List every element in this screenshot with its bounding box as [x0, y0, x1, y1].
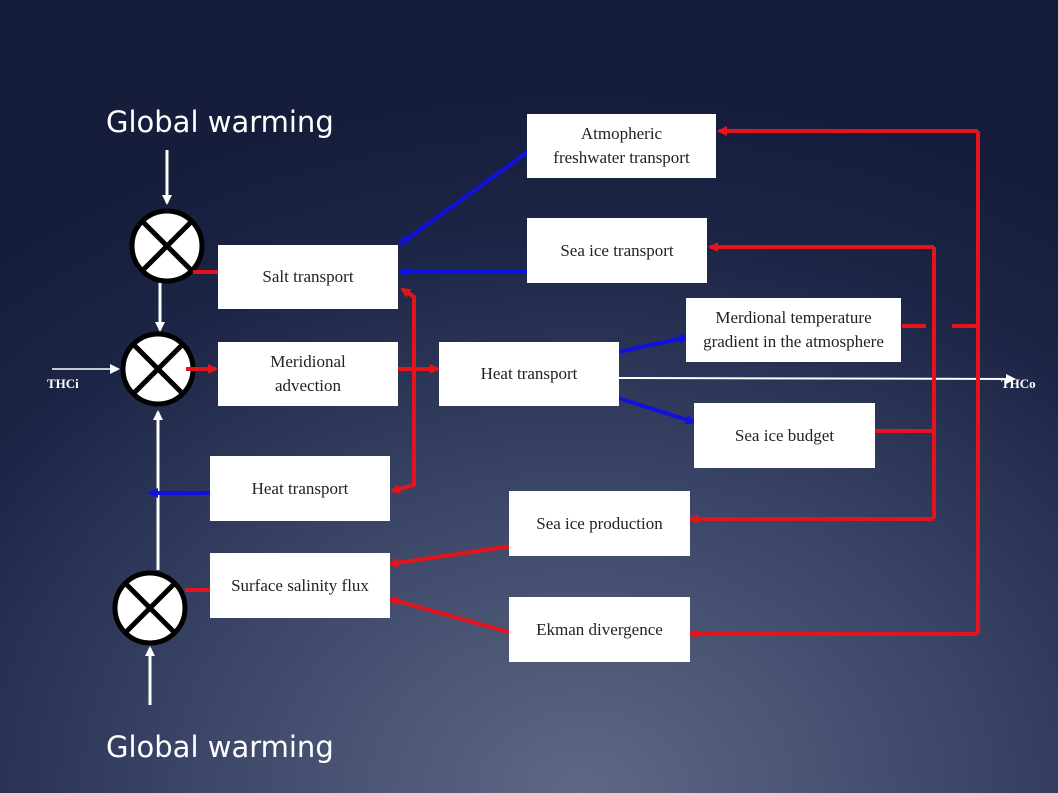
- heat-transport-left-box: Heat transport: [210, 456, 390, 521]
- arrow-ekman-to-salinity: [388, 596, 513, 635]
- sea-ice-transport-box: Sea ice transport: [527, 218, 707, 283]
- arrow-thco-output: [617, 373, 1016, 384]
- meridional-temperature-gradient-box: Merdional temperature gradient in the at…: [686, 298, 901, 362]
- atmospheric-freshwater-transport-box: Atmopheric freshwater transport: [527, 114, 716, 178]
- thci-label: THCi: [47, 376, 79, 391]
- arrow-loop-to-salt: [400, 287, 416, 369]
- global-warming-heading-top: Global warming: [106, 105, 334, 139]
- meridional-advection-box: Meridional advection: [218, 342, 398, 406]
- ekman-divergence-box: Ekman divergence: [509, 597, 690, 662]
- arrow-heat-to-seaice-budget: [617, 396, 696, 425]
- summation-node-bottom: [112, 570, 188, 646]
- salt-transport-box: Salt transport: [218, 245, 398, 309]
- global-warming-heading-bottom: Global warming: [106, 730, 334, 764]
- thco-label: THCo: [1001, 376, 1036, 391]
- summation-node-middle: [120, 331, 196, 407]
- summation-node-top: [129, 208, 205, 284]
- sea-ice-budget-box: Sea ice budget: [694, 403, 875, 468]
- arrow-atmospheric-to-salt: [398, 149, 531, 246]
- surface-salinity-flux-box: Surface salinity flux: [210, 553, 390, 618]
- sea-ice-production-box: Sea ice production: [509, 491, 690, 556]
- arrow-seaice-prod-to-salinity: [388, 544, 513, 568]
- arrow-loop-to-heat-left: [390, 369, 416, 494]
- arrow-heat-to-temp-gradient: [617, 333, 690, 354]
- heat-transport-center-box: Heat transport: [439, 342, 619, 406]
